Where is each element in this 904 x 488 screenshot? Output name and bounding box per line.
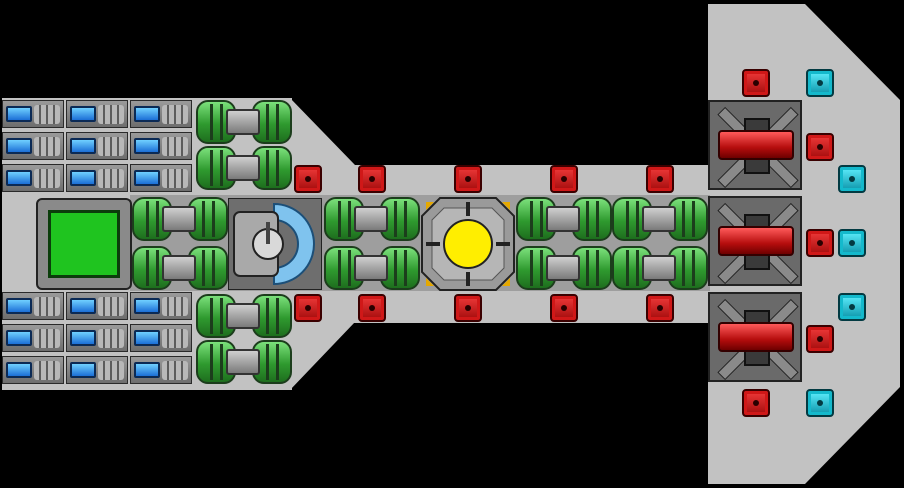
turret[interactable] xyxy=(550,165,578,193)
fuel-tank xyxy=(516,246,612,290)
turret[interactable] xyxy=(838,165,866,193)
battery-icon xyxy=(134,362,160,378)
battery-icon xyxy=(70,138,96,154)
battery-icon xyxy=(134,138,160,154)
battery-icon xyxy=(70,298,96,314)
fuel-tank xyxy=(612,246,708,290)
weapon[interactable] xyxy=(708,292,802,382)
turret[interactable] xyxy=(742,69,770,97)
turret[interactable] xyxy=(454,165,482,193)
battery-icon xyxy=(70,330,96,346)
battery xyxy=(2,292,64,320)
battery xyxy=(66,292,128,320)
fuel-tank xyxy=(612,197,708,241)
fuel-tank xyxy=(196,340,292,384)
battery xyxy=(2,164,64,192)
battery-icon xyxy=(70,170,96,186)
fuel-tank xyxy=(196,146,292,190)
fuel-tank xyxy=(196,294,292,338)
battery xyxy=(2,324,64,352)
turret[interactable] xyxy=(646,165,674,193)
turret[interactable] xyxy=(838,293,866,321)
battery-icon xyxy=(134,106,160,122)
turret[interactable] xyxy=(454,294,482,322)
cockpit[interactable] xyxy=(36,198,132,290)
fuel-tank xyxy=(324,246,420,290)
reactor[interactable] xyxy=(227,197,323,291)
shield-core[interactable] xyxy=(420,196,516,292)
fuel-tank xyxy=(132,197,228,241)
battery xyxy=(130,324,192,352)
fuel-tank xyxy=(516,197,612,241)
battery xyxy=(130,132,192,160)
turret[interactable] xyxy=(806,229,834,257)
turret[interactable] xyxy=(742,389,770,417)
turret[interactable] xyxy=(806,133,834,161)
turret[interactable] xyxy=(358,294,386,322)
turret[interactable] xyxy=(294,165,322,193)
battery xyxy=(66,356,128,384)
turret[interactable] xyxy=(646,294,674,322)
battery-icon xyxy=(70,362,96,378)
battery xyxy=(130,356,192,384)
battery-icon xyxy=(6,170,32,186)
battery xyxy=(2,100,64,128)
battery xyxy=(66,164,128,192)
turret[interactable] xyxy=(806,389,834,417)
battery-icon xyxy=(6,298,32,314)
battery xyxy=(2,356,64,384)
battery-icon xyxy=(6,362,32,378)
battery xyxy=(130,292,192,320)
battery-icon xyxy=(6,330,32,346)
turret[interactable] xyxy=(806,69,834,97)
weapon[interactable] xyxy=(708,100,802,190)
cockpit-icon xyxy=(48,210,120,278)
battery-icon xyxy=(134,330,160,346)
turret[interactable] xyxy=(294,294,322,322)
battery-icon xyxy=(6,138,32,154)
battery xyxy=(66,132,128,160)
turret[interactable] xyxy=(806,325,834,353)
fuel-tank xyxy=(132,246,228,290)
reactor-icon xyxy=(227,197,323,291)
battery xyxy=(2,132,64,160)
battery xyxy=(66,100,128,128)
battery-icon xyxy=(134,170,160,186)
battery xyxy=(130,164,192,192)
fuel-tank xyxy=(196,100,292,144)
weapon[interactable] xyxy=(708,196,802,286)
turret[interactable] xyxy=(358,165,386,193)
battery xyxy=(130,100,192,128)
shield-core-icon xyxy=(421,197,515,291)
battery-icon xyxy=(70,106,96,122)
turret[interactable] xyxy=(838,229,866,257)
battery-icon xyxy=(6,106,32,122)
fuel-tank xyxy=(324,197,420,241)
turret[interactable] xyxy=(550,294,578,322)
battery-icon xyxy=(134,298,160,314)
battery xyxy=(66,324,128,352)
